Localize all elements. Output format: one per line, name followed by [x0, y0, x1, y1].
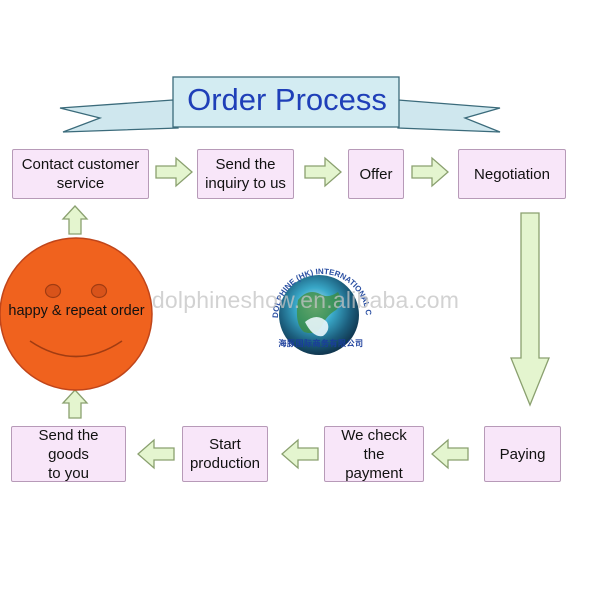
arrow-left-1 — [431, 438, 469, 470]
arrow-down — [510, 212, 550, 407]
arrow-left-3 — [137, 438, 175, 470]
page-title: Order Process — [187, 82, 387, 117]
watermark-text: dolphineshow.en.alibaba.com — [151, 287, 460, 313]
step-label-line1: Start — [209, 436, 241, 453]
happy-repeat-order-label: happy & repeat order — [8, 303, 145, 319]
step-label-line1: Send the — [215, 156, 276, 173]
arrow-right-2 — [304, 156, 342, 188]
arrow-left-2 — [281, 438, 319, 470]
arrow-up-2 — [61, 205, 89, 235]
logo-chinese-text: 海豚国际商务有限公司 — [278, 339, 364, 348]
step-negotiation: Negotiation — [458, 149, 566, 199]
arrow-right-1 — [155, 156, 193, 188]
title-banner — [59, 76, 501, 133]
step-label-line1: Send the goods — [38, 426, 99, 463]
step-check-payment: We check the payment — [324, 426, 424, 482]
step-label-line1: Contact customer — [21, 156, 140, 173]
step-label-line1: Offer — [359, 165, 393, 183]
step-start-production: Start production — [182, 426, 268, 482]
step-send-inquiry: Send the inquiry to us — [197, 149, 294, 199]
step-offer: Offer — [348, 149, 404, 199]
banner-body — [172, 76, 400, 128]
step-label-line2: production — [189, 455, 261, 472]
step-label-line1: We check the — [341, 426, 407, 463]
step-label-line1: Negotiation — [474, 165, 550, 183]
arrow-right-3 — [411, 156, 449, 188]
smiley-face-icon — [0, 237, 153, 391]
step-label-line2: to you — [48, 464, 89, 482]
step-send-goods: Send the goods to you — [11, 426, 126, 482]
arrow-up-1 — [61, 389, 89, 419]
step-label-line2: service — [56, 175, 105, 192]
banner-right-tail — [397, 99, 501, 133]
banner-left-tail — [59, 99, 179, 133]
step-label-line2: inquiry to us — [205, 175, 286, 192]
step-label-line1: Paying — [499, 445, 546, 463]
step-paying: Paying — [484, 426, 561, 482]
step-label-line2: payment — [345, 464, 403, 482]
step-contact-customer: Contact customer service — [12, 149, 149, 199]
